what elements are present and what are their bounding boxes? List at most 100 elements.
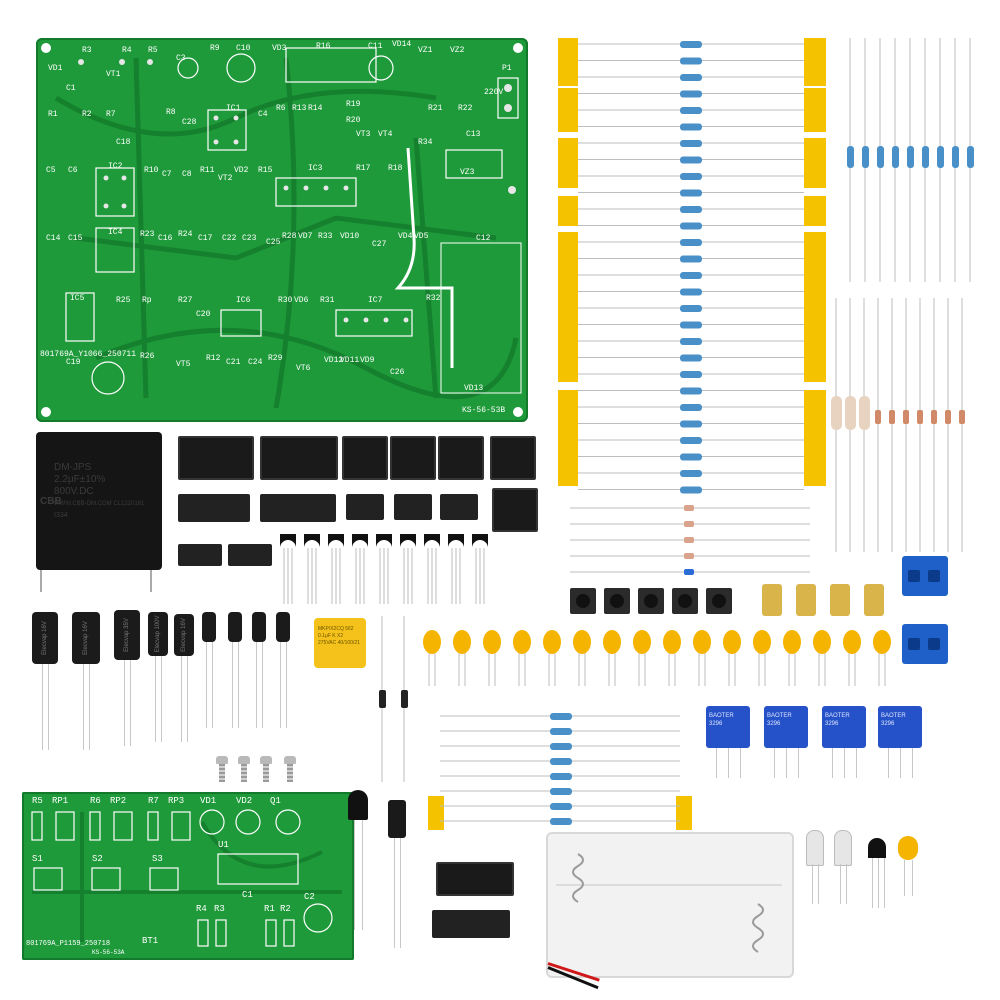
ic-socket-8 <box>490 436 536 480</box>
ceramic-capacitor <box>453 630 471 654</box>
ic-chip-8 <box>440 494 478 520</box>
pcb-label: IC3 <box>308 164 323 173</box>
pcb-label: C8 <box>182 170 192 179</box>
pcb-label: IC1 <box>226 104 241 113</box>
pcb-label: VT2 <box>218 174 233 183</box>
screw-thread <box>263 764 269 782</box>
transistor <box>448 534 464 548</box>
pcb-label: VT4 <box>378 130 393 139</box>
tact-switch-button <box>644 594 658 608</box>
component-lead <box>354 820 355 930</box>
pcb-label: R7 <box>106 110 116 119</box>
pcb-label: R30 <box>278 296 293 305</box>
pcb-label: R6 <box>276 104 286 113</box>
tape-strip <box>428 796 444 830</box>
pcb-label: VT3 <box>356 130 371 139</box>
trimmer-potentiometer: BAOTER 3296 <box>878 706 922 748</box>
resistor <box>680 156 702 164</box>
ceramic-capacitor <box>723 630 741 654</box>
capacitor-lead <box>286 642 287 728</box>
pcb-label: VT5 <box>176 360 191 369</box>
small-pcb-code: 801769A_P1159_250718 <box>26 940 111 948</box>
resistor <box>862 146 869 168</box>
tape-strip <box>558 138 578 188</box>
trimmer-marking: BAOTER 3296 <box>767 713 792 727</box>
diode <box>931 410 937 424</box>
pcb-label: R18 <box>388 164 403 173</box>
pcb-label: VD6 <box>294 296 309 305</box>
ic-socket-8 <box>342 436 388 480</box>
capacitor-lead <box>181 656 182 742</box>
ic-socket-8 <box>390 436 436 480</box>
screw-thread <box>241 764 247 782</box>
diode <box>875 410 881 424</box>
x2-label: MKP/X2CQ 562 0.1μF K X2 275VAC 40/100/21 <box>318 626 364 647</box>
capacitor-lead <box>42 664 43 750</box>
pcb-label: C23 <box>242 234 257 243</box>
capacitor-lead <box>262 642 263 728</box>
trimmer-potentiometer: BAOTER 3296 <box>764 706 808 748</box>
pcb-label: C4 <box>258 110 268 119</box>
ceramic-capacitor <box>573 630 591 654</box>
ceramic-capacitor <box>843 630 861 654</box>
ceramic-capacitor <box>423 630 441 654</box>
pcb-label: R11 <box>200 166 215 175</box>
trimmer-lead <box>832 748 833 778</box>
trimmer-lead <box>888 748 889 778</box>
pcb-label: C27 <box>372 240 387 249</box>
resistor <box>550 728 572 735</box>
capacitor-lead <box>150 570 152 592</box>
small-label: RP3 <box>168 796 185 806</box>
pcb-label: C6 <box>68 166 78 175</box>
resistor <box>680 222 702 230</box>
pcb-label: C17 <box>198 234 213 243</box>
trimmer-marking: BAOTER 3296 <box>881 713 906 727</box>
pcb-label: C14 <box>46 234 61 243</box>
ic-chip-8 <box>228 544 272 566</box>
trimmer-lead <box>774 748 775 778</box>
electrolytic-capacitor: Elecvap 35V <box>114 610 140 660</box>
small-label: R6 <box>90 796 101 806</box>
pcb-label: 220V <box>484 88 504 97</box>
small-label: R7 <box>148 796 159 806</box>
resistor <box>680 470 702 477</box>
capacitor-line: 800V.DC <box>54 486 94 497</box>
capacitor-lead <box>40 570 42 592</box>
ic-socket-8 <box>492 488 538 532</box>
pcb-label: VD7 <box>298 232 313 241</box>
diode <box>903 410 909 424</box>
resistor <box>550 713 572 720</box>
clear-led <box>834 830 852 866</box>
trimmer-lead <box>786 748 787 778</box>
pcb-label: VD10 <box>340 232 360 241</box>
diode <box>945 410 951 424</box>
capacitor-lead <box>155 656 156 742</box>
pcb-label: C20 <box>196 310 211 319</box>
ir-led <box>348 790 368 820</box>
resistor <box>550 743 572 750</box>
resistor <box>680 404 702 411</box>
resistor <box>877 146 884 168</box>
pcb-label: R27 <box>178 296 193 305</box>
resistor <box>680 486 702 494</box>
pcb-label: R13 <box>292 104 307 113</box>
screw <box>260 756 272 764</box>
resistor <box>680 173 702 180</box>
small-label: R1 <box>264 904 275 914</box>
pcb-label: R32 <box>426 294 441 303</box>
screw-thread <box>287 764 293 782</box>
diode <box>684 553 694 559</box>
resistor <box>680 239 702 246</box>
capacitor-lead <box>124 660 125 746</box>
ic-socket-16 <box>260 436 338 480</box>
ic-chip-8 <box>178 544 222 566</box>
pcb-label: R12 <box>206 354 221 363</box>
pcb-label: VD12 <box>324 356 344 365</box>
component-lead <box>846 864 847 904</box>
resistor <box>680 90 702 98</box>
pcb-label: R17 <box>356 164 371 173</box>
electrolytic-capacitor: Elecvap 16V <box>72 612 100 664</box>
pcb-label: R22 <box>458 104 473 113</box>
pcb-label: C26 <box>390 368 405 377</box>
tape-strip <box>558 38 578 86</box>
